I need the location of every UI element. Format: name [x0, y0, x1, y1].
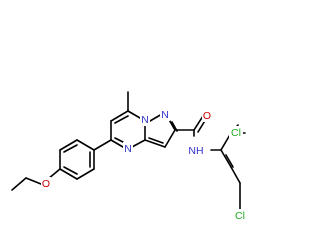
atom-labels: N N N NH O O Cl Cl [41, 108, 247, 222]
atom-n4-label: NH [188, 145, 203, 157]
bond [110, 110, 129, 122]
bond [114, 115, 129, 124]
atom-n1: N [140, 113, 150, 126]
bond [110, 139, 124, 148]
bond [11, 177, 27, 191]
atom-cl1: Cl [229, 126, 243, 139]
atom-n1-label: N [141, 114, 149, 126]
bond [59, 139, 78, 151]
bond [193, 115, 204, 131]
atom-n2: N [160, 108, 170, 121]
atom-n3-label: N [124, 143, 132, 155]
bond [230, 166, 241, 184]
atom-n3: N [123, 142, 133, 155]
bond [63, 144, 78, 153]
bond [225, 154, 234, 168]
bond [76, 168, 95, 180]
bond [59, 168, 78, 180]
bond [63, 166, 78, 175]
bond [131, 139, 146, 148]
atom-o2: O [202, 109, 212, 122]
molecule-structure: N N N NH O O Cl Cl [11, 91, 247, 222]
atom-cl2-label: Cl [235, 210, 245, 222]
bond [76, 139, 95, 151]
bond [220, 149, 232, 168]
bond [164, 129, 176, 148]
bond [148, 137, 164, 144]
bond [93, 139, 112, 151]
atom-o1: O [41, 177, 51, 190]
bond [25, 177, 42, 185]
atom-o1-label: O [42, 178, 50, 190]
atom-n2-label: N [161, 109, 169, 121]
atom-cl2: Cl [233, 209, 247, 222]
atom-o2-label: O [203, 110, 211, 122]
bond [114, 137, 124, 143]
bond [144, 139, 166, 148]
bond [127, 110, 141, 119]
atom-n4: NH [186, 144, 206, 157]
atom-cl1-label: Cl [231, 127, 241, 139]
